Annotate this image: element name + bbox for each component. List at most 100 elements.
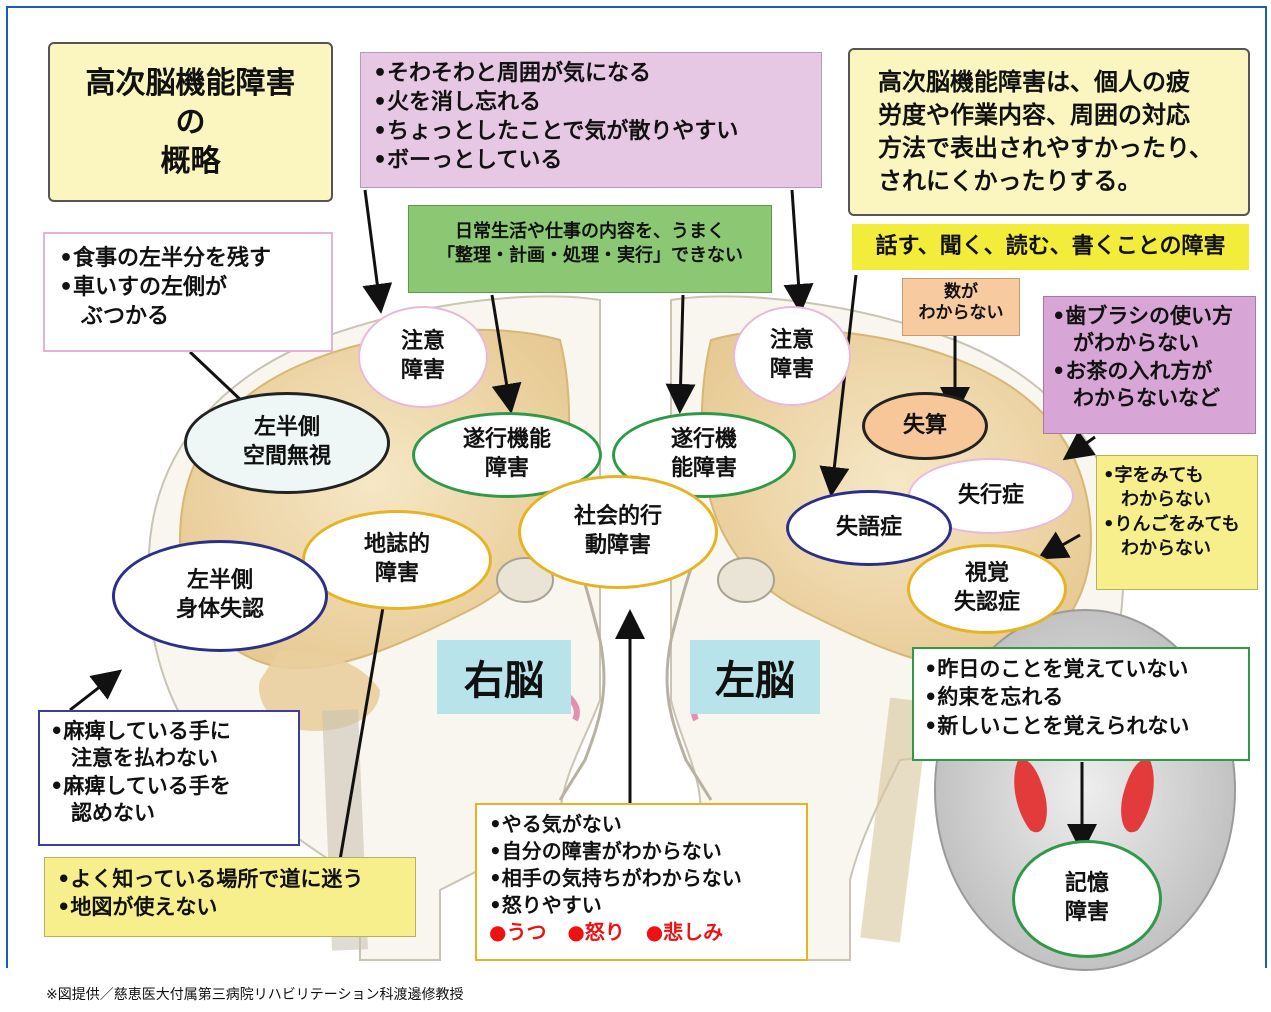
title-line-1: 高次脳機能障害 xyxy=(85,65,296,101)
hippocampus-right xyxy=(1121,759,1154,833)
oval-line: 左半側 xyxy=(253,415,320,441)
arrow-visual-agnosia xyxy=(1037,531,1081,560)
figure-credit: ※図提供／慈恵医大付属第三病院リハビリテーション科渡邊修教授 xyxy=(46,987,464,1003)
oval-line: 左半側 xyxy=(186,568,253,594)
oval-line: 社会的行 xyxy=(573,504,662,530)
oval-topographical: 地誌的 障害 xyxy=(302,510,492,610)
oval-executive-right: 遂行機能 障害 xyxy=(412,412,602,498)
topo-symptom: •地図が使えない xyxy=(57,894,218,919)
oval-line: 注意 xyxy=(400,329,445,355)
oval-line: 障害 xyxy=(769,357,814,382)
note-line-3: 方法で表出されやすかったり、 xyxy=(878,134,1214,162)
arrow-apraxia xyxy=(1062,430,1096,461)
attention-symptoms-box: •そわそわと周囲が気になる •火を消し忘れる •ちょっとしたことで気が散りやすい… xyxy=(360,52,822,188)
neglect-symptom: •車いすの左側が xyxy=(59,275,228,301)
oval-line: 失算 xyxy=(902,412,947,438)
somato-symptom: •麻痺している手に xyxy=(50,719,231,743)
note-line-4: されにくかったりする。 xyxy=(878,167,1142,196)
note-scroll: 高次脳機能障害は、個人の疲 労度や作業内容、周囲の対応 方法で表出されやすかった… xyxy=(848,48,1250,216)
oval-line: 地誌的 xyxy=(363,532,430,558)
language-text: 話す、聞く、読む、書くことの障害 xyxy=(875,234,1226,260)
oval-attention-left: 注意 障害 xyxy=(733,306,851,406)
oval-line: 失認症 xyxy=(953,590,1020,615)
title-line-3: 概略 xyxy=(160,143,221,179)
oval-left-spatial-neglect: 左半側 空間無視 xyxy=(184,392,390,494)
acalculia-line: 数が xyxy=(944,282,978,302)
visual-agnosia-symptoms-box: •字をみても わからない •りんごをみても わからない xyxy=(1096,455,1258,590)
apraxia-symptom: わからないなど xyxy=(1052,385,1220,410)
attention-symptom: •そわそわと周囲が気になる xyxy=(373,61,652,86)
oval-line: 空間無視 xyxy=(242,444,331,469)
oval-line: 能障害 xyxy=(670,456,737,481)
emotion-label: 悲しみ xyxy=(663,920,724,944)
somatoagnosia-symptoms-box: •麻痺している手に 注意を払わない •麻痺している手を 認めない xyxy=(38,710,300,846)
note-line-1: 高次脳機能障害は、個人の疲 xyxy=(878,67,1190,96)
executive-description-box: 日常生活や仕事の内容を、うまく 「整理・計画・処理・実行」できない xyxy=(408,205,772,293)
arrow-exec-left xyxy=(665,294,696,414)
acalculia-line: わからない xyxy=(918,303,1004,324)
arrow-topo xyxy=(338,569,400,861)
oval-attention-right: 注意 障害 xyxy=(358,306,488,408)
oval-acalculia: 失算 xyxy=(862,392,988,460)
agnosia-symptom: •字をみても xyxy=(1103,465,1204,486)
arrow-exec-right xyxy=(490,294,522,414)
oval-line: 記憶 xyxy=(1064,871,1109,897)
executive-line: 「整理・計画・処理・実行」できない xyxy=(437,244,743,266)
agnosia-symptom: •りんごをみても xyxy=(1103,513,1240,535)
title-line-2: の xyxy=(175,104,206,140)
topo-symptom: •よく知っている場所で道に迷う xyxy=(57,867,364,891)
oval-line: 視覚 xyxy=(964,561,1009,587)
oval-line: 遂行機能 xyxy=(462,427,551,453)
left-brain-label: 左脳 xyxy=(690,640,820,714)
title-scroll: 高次脳機能障害 の 概略 xyxy=(48,42,333,202)
apraxia-symptoms-box: •歯ブラシの使い方 がわからない •お茶の入れ方が わからないなど xyxy=(1043,296,1256,434)
bullet-icon: ● xyxy=(567,920,585,944)
oval-line: 障害 xyxy=(1064,900,1109,925)
hippocampus-left xyxy=(1014,759,1047,833)
arrow-aphasia xyxy=(819,274,858,497)
topographical-symptoms-box: •よく知っている場所で道に迷う •地図が使えない xyxy=(44,857,416,937)
somato-symptom: 注意を払わない xyxy=(50,746,218,771)
oval-line: 動障害 xyxy=(584,533,651,558)
neglect-symptom: ぶつかる xyxy=(59,304,170,330)
oval-line: 身体失認 xyxy=(175,597,264,622)
arrow-attention-left xyxy=(783,189,814,314)
oval-aphasia: 失語症 xyxy=(786,490,952,566)
social-symptom: •やる気がない xyxy=(489,812,622,836)
figure-frame xyxy=(6,6,1267,968)
agnosia-symptom: わからない xyxy=(1103,537,1211,559)
social-behavior-symptoms-box: •やる気がない •自分の障害がわからない •相手の気持ちがわからない •怒りやす… xyxy=(475,803,808,961)
executive-line: 日常生活や仕事の内容を、うまく xyxy=(455,221,725,242)
oval-social-behavior: 社会的行 動障害 xyxy=(518,475,718,589)
apraxia-symptom: がわからない xyxy=(1052,331,1199,356)
oval-line: 注意 xyxy=(769,328,814,354)
oval-left-somatoagnosia: 左半側 身体失認 xyxy=(112,540,328,652)
note-line-2: 労度や作業内容、周囲の対応 xyxy=(878,100,1190,129)
oval-line: 遂行機 xyxy=(670,427,737,453)
bullet-icon: ● xyxy=(645,920,664,944)
memory-symptom: •昨日のことを覚えていない xyxy=(924,657,1189,681)
neglect-symptoms-box: •食事の左半分を残す •車いすの左側が ぶつかる xyxy=(43,232,333,352)
apraxia-symptom: •お茶の入れ方が xyxy=(1052,358,1213,383)
somato-symptom: 認めない xyxy=(50,800,155,825)
oval-visual-agnosia: 視覚 失認症 xyxy=(907,544,1067,634)
attention-symptom: •ボーっとしている xyxy=(373,148,563,174)
oval-line: 失行症 xyxy=(957,482,1024,508)
social-symptom: •相手の気持ちがわからない xyxy=(489,866,742,890)
social-symptom: •自分の障害がわからない xyxy=(489,839,722,863)
oval-apraxia: 失行症 xyxy=(908,458,1074,534)
agnosia-symptom: わからない xyxy=(1103,489,1211,511)
oval-memory: 記憶 障害 xyxy=(1012,840,1162,958)
bullet-icon: ● xyxy=(489,920,507,944)
apraxia-symptom: •歯ブラシの使い方 xyxy=(1052,304,1234,328)
oval-line: 失語症 xyxy=(835,514,902,540)
emotion-row: ●うつ ●怒り ●悲しみ xyxy=(489,919,794,946)
oval-line: 障害 xyxy=(374,561,419,586)
attention-symptom: •火を消し忘れる xyxy=(373,90,542,116)
memory-symptoms-box: •昨日のことを覚えていない •約束を忘れる •新しいことを覚えられない xyxy=(912,647,1250,761)
memory-symptom: •新しいことを覚えられない xyxy=(924,713,1190,738)
oval-line: 障害 xyxy=(484,456,529,481)
right-brain-label: 右脳 xyxy=(437,640,571,714)
social-symptom: •怒りやすい xyxy=(489,893,602,917)
